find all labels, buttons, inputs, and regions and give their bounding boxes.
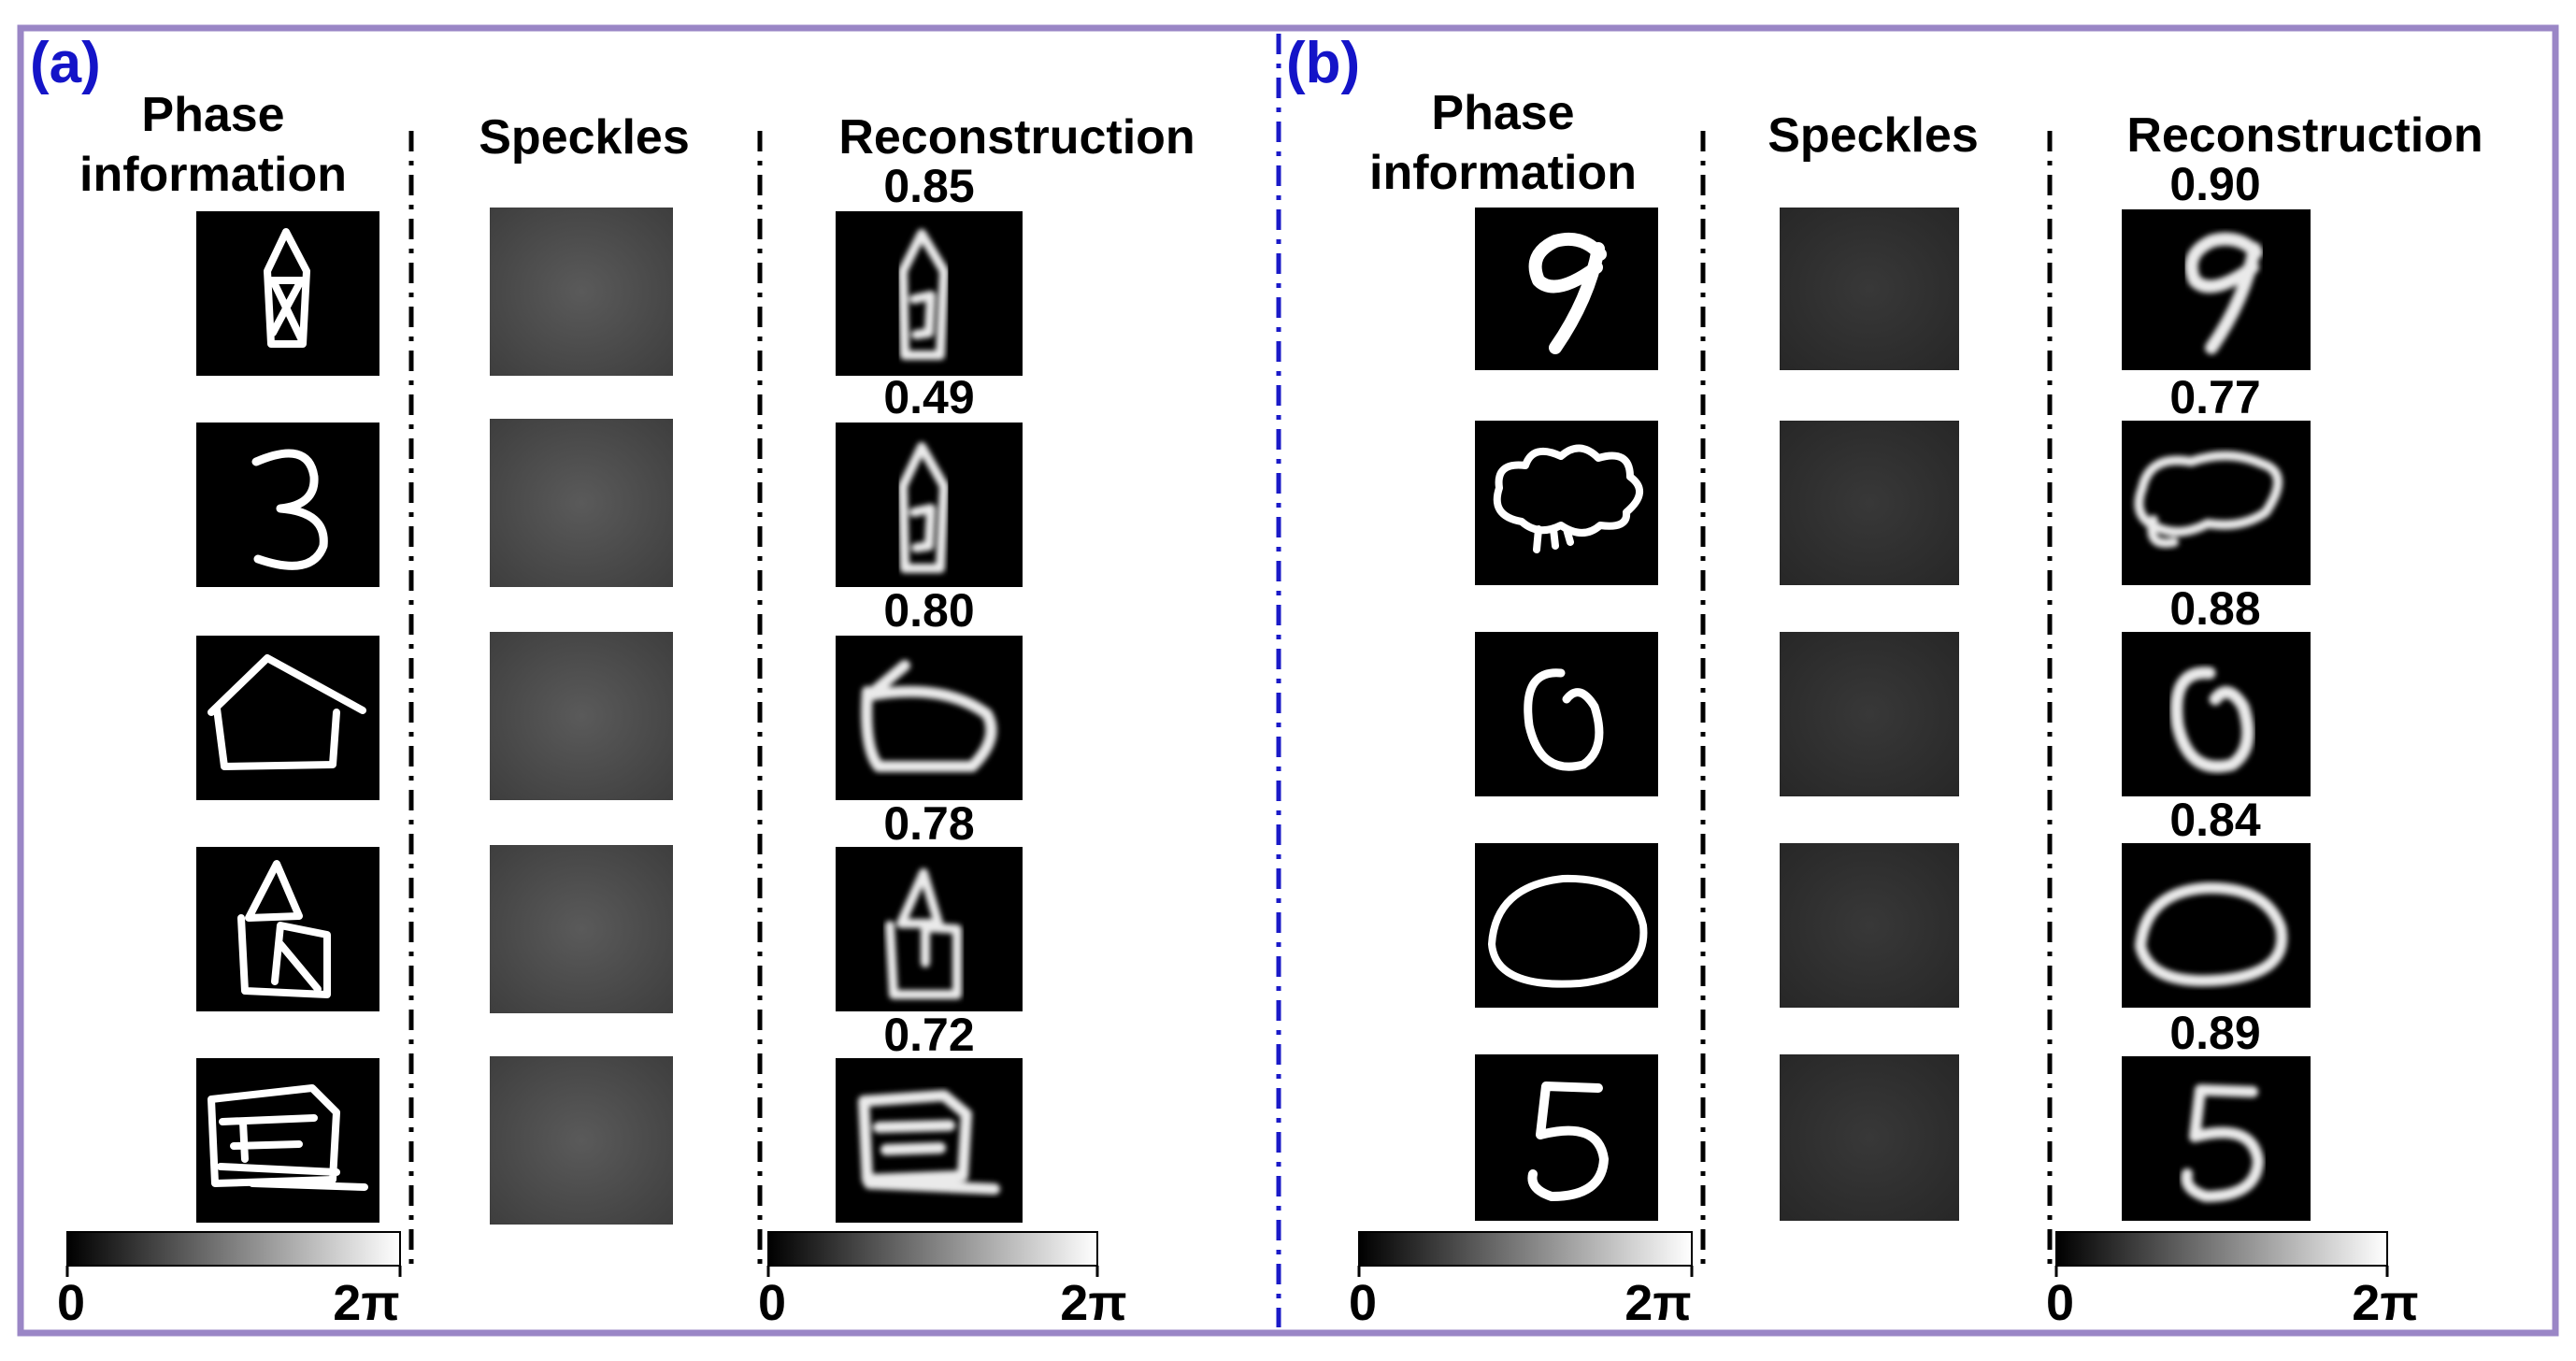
score-label: 0.90 (2169, 158, 2260, 210)
phase-tile (1475, 632, 1658, 796)
panel-label: (a) (30, 31, 101, 95)
panel-label: (b) (1286, 31, 1360, 95)
speckle-tile (490, 845, 673, 1013)
colorbar-max-label: 2π (333, 1275, 399, 1331)
score-label: 0.49 (883, 371, 974, 423)
colorbar-min-label: 0 (758, 1275, 786, 1331)
speckle-tile (1780, 843, 1959, 1008)
colorbar-reconstruction (767, 1231, 1098, 1267)
phase-tile (196, 211, 379, 376)
colorbar-phase (66, 1231, 401, 1267)
phase-tile (196, 1058, 379, 1223)
colorbar-min-label: 0 (2046, 1275, 2074, 1331)
score-label: 0.88 (2169, 582, 2260, 635)
header-phase-line2: information (1369, 146, 1637, 200)
glyph-nine (1528, 232, 1607, 354)
reconstruction-tile (2122, 1056, 2311, 1221)
panel-b: (b) Phase information Speckles Reconstru… (1286, 31, 2483, 1331)
phase-tile (196, 636, 379, 800)
header-reconstruction: Reconstruction (2126, 108, 2483, 163)
phase-tile (1475, 208, 1658, 370)
phase-tile (1475, 1054, 1658, 1221)
score-label: 0.85 (883, 160, 974, 212)
figure-border (17, 24, 2559, 1337)
colorbar-phase (1358, 1231, 1693, 1267)
reconstruction-tile (836, 211, 1023, 376)
score-label: 0.77 (2169, 371, 2260, 423)
reconstruction-tile (2122, 421, 2311, 585)
glyph-triangle-house (237, 860, 331, 998)
glyph-oval (1488, 874, 1648, 988)
colorbar-min-label: 0 (1349, 1275, 1377, 1331)
speckle-tile (1780, 1054, 1959, 1221)
glyph-box-drawing (208, 1084, 368, 1191)
header-speckles: Speckles (1767, 108, 1979, 163)
speckle-tile (1780, 632, 1959, 796)
phase-tile (1475, 843, 1658, 1008)
colorbar-reconstruction (2055, 1231, 2388, 1267)
glyph-five (1527, 1082, 1609, 1201)
colorbar-max-label: 2π (2352, 1275, 2418, 1331)
phase-tile (196, 847, 379, 1011)
header-reconstruction: Reconstruction (838, 110, 1195, 165)
header-phase-line1: Phase (141, 88, 284, 142)
reconstruction-tile (2122, 843, 2311, 1008)
speckle-tile (490, 632, 673, 800)
score-label: 0.72 (883, 1009, 974, 1061)
reconstruction-tile (836, 636, 1023, 800)
speckle-tile (490, 419, 673, 587)
reconstruction-tile (2122, 209, 2311, 370)
score-label: 0.84 (2169, 794, 2261, 846)
phase-tile (196, 423, 379, 587)
score-label: 0.78 (883, 797, 974, 850)
speckle-tile (490, 208, 673, 376)
speckle-tile (1780, 208, 1959, 370)
reconstruction-tile (2122, 632, 2311, 796)
reconstruction-tile (836, 1058, 1023, 1223)
colorbar-max-label: 2π (1060, 1275, 1126, 1331)
phase-tile (1475, 421, 1658, 585)
panel-a: (a) Phase information Speckles Reconstru… (30, 31, 1195, 1331)
speckle-tile (1780, 421, 1959, 585)
score-label: 0.89 (2169, 1007, 2260, 1059)
header-phase-line2: information (79, 148, 347, 202)
glyph-cloud (1493, 444, 1643, 553)
glyph-house (208, 654, 366, 770)
colorbar-max-label: 2π (1624, 1275, 1691, 1331)
colorbar-min-label: 0 (57, 1275, 85, 1331)
speckle-tile (490, 1056, 673, 1225)
glyph-zero (1524, 668, 1604, 771)
glyph-hourglass (264, 228, 310, 348)
header-phase-line1: Phase (1431, 86, 1574, 140)
reconstruction-tile (836, 847, 1023, 1011)
glyph-three (251, 449, 328, 570)
score-label: 0.80 (883, 584, 974, 637)
reconstruction-tile (836, 423, 1023, 587)
header-speckles: Speckles (479, 110, 690, 165)
